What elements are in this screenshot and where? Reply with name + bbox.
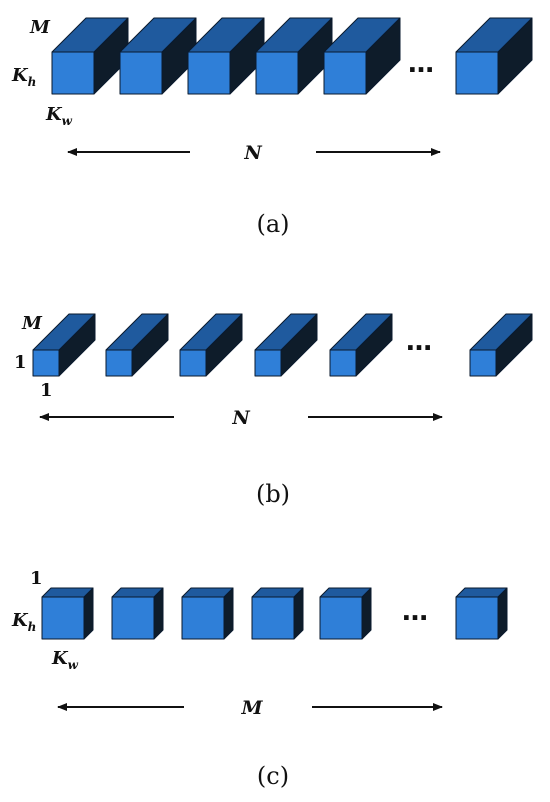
kernel-block-c-4-front-face (251, 596, 295, 640)
count-label-c: M (240, 697, 263, 719)
height-label-a: Kh (11, 65, 36, 89)
count-label-a: N (243, 142, 262, 164)
height-label-b: 1 (14, 352, 27, 373)
kernel-block-a-5 (323, 17, 401, 95)
kernel-block-c-2 (111, 587, 164, 640)
kernel-block-a-2-front-face (119, 51, 163, 95)
kernel-block-b-4 (254, 313, 318, 377)
kernel-blocks-a (51, 17, 533, 95)
kernel-block-b-3 (179, 313, 243, 377)
kernel-block-c-2-top-face (111, 587, 164, 598)
ellipsis-a: … (408, 49, 434, 79)
panel-c: 1 Kh Kw … M (c) (11, 568, 508, 790)
kernel-block-b-1-front-face (32, 349, 60, 377)
kernel-block-b-5-front-face (329, 349, 357, 377)
kernel-block-b-6 (469, 313, 533, 377)
kernel-block-b-6-front-face (469, 349, 497, 377)
kernel-block-c-5-front-face (319, 596, 363, 640)
kernel-block-c-3-top-face (181, 587, 234, 598)
caption-c: (c) (257, 762, 289, 790)
width-label-a: Kw (45, 104, 73, 128)
ellipsis-b: … (406, 327, 432, 357)
kernel-block-b-5 (329, 313, 393, 377)
kernel-block-a-1 (51, 17, 129, 95)
kernel-block-c-4 (251, 587, 304, 640)
kernel-blocks-b (32, 313, 533, 377)
panel-b: M 1 1 … N (b) (14, 313, 533, 508)
kernel-block-b-2-front-face (105, 349, 133, 377)
width-label-b: 1 (40, 380, 53, 401)
caption-a: (a) (256, 210, 289, 238)
kernel-block-a-3 (187, 17, 265, 95)
kernel-block-c-6-top-face (455, 587, 508, 598)
kernel-block-a-5-front-face (323, 51, 367, 95)
kernel-block-a-4 (255, 17, 333, 95)
kernel-block-c-3-front-face (181, 596, 225, 640)
kernel-block-b-2 (105, 313, 169, 377)
kernel-block-b-4-front-face (254, 349, 282, 377)
kernel-block-a-6-front-face (455, 51, 499, 95)
kernel-block-a-4-front-face (255, 51, 299, 95)
kernel-block-c-5 (319, 587, 372, 640)
caption-b: (b) (256, 480, 290, 508)
width-label-c: Kw (51, 648, 79, 672)
kernel-block-a-3-front-face (187, 51, 231, 95)
kernel-block-b-1 (32, 313, 96, 377)
kernel-blocks-c (41, 587, 508, 640)
kernel-block-c-3 (181, 587, 234, 640)
kernel-block-c-1-top-face (41, 587, 94, 598)
kernel-block-c-4-top-face (251, 587, 304, 598)
kernel-block-c-6 (455, 587, 508, 640)
kernel-block-c-6-front-face (455, 596, 499, 640)
kernel-block-a-1-front-face (51, 51, 95, 95)
height-label-c: Kh (11, 610, 36, 634)
kernel-block-c-1 (41, 587, 94, 640)
kernel-block-c-1-front-face (41, 596, 85, 640)
depth-label-b: M (21, 313, 43, 334)
panel-a: M Kh Kw … N (a) (11, 17, 533, 238)
kernel-block-b-3-front-face (179, 349, 207, 377)
depth-label-c: 1 (30, 568, 43, 589)
kernel-block-c-2-front-face (111, 596, 155, 640)
count-label-b: N (231, 407, 250, 429)
ellipsis-c: … (402, 597, 428, 627)
depth-label-a: M (29, 17, 51, 38)
kernel-block-c-5-top-face (319, 587, 372, 598)
kernel-block-a-2 (119, 17, 197, 95)
kernel-block-a-6 (455, 17, 533, 95)
